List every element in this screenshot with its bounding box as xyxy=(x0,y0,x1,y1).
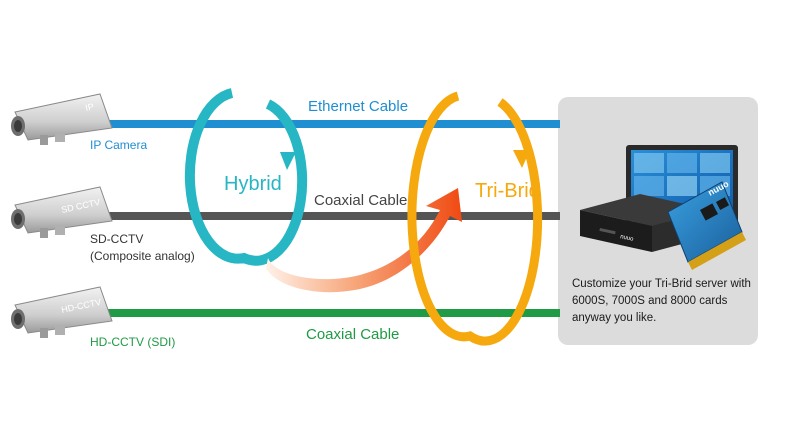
panel-description: Customize your Tri-Brid server with 6000… xyxy=(572,278,751,324)
hd-cctv-label: HD-CCTV (SDI) xyxy=(90,335,175,349)
server-brand-label: nuuo xyxy=(620,234,635,243)
ethernet-cable xyxy=(85,120,560,128)
hd-cctv-camera-icon: HD-CCTV xyxy=(11,286,113,338)
sd-cctv-label: SD-CCTV xyxy=(90,232,143,246)
ip-camera-body-label: IP xyxy=(84,101,94,113)
coaxial-cable-hd xyxy=(85,309,560,317)
sd-cctv-camera-icon: SD CCTV xyxy=(11,186,113,238)
hybrid-arrowhead xyxy=(280,152,296,170)
tribrid-loop xyxy=(407,91,543,346)
tribrid-label: Tri-Brid xyxy=(475,180,540,202)
hybrid-label: Hybrid xyxy=(224,173,282,195)
ethernet-cable-label: Ethernet Cable xyxy=(308,98,408,115)
tribrid-arrowhead xyxy=(513,150,530,168)
ip-camera-label: IP Camera xyxy=(90,138,147,152)
coaxial-cable-hd-label: Coaxial Cable xyxy=(306,326,399,343)
ip-camera-icon: IP xyxy=(11,93,113,145)
sd-cctv-sublabel: (Composite analog) xyxy=(90,249,195,263)
coaxial-cable-sd xyxy=(85,212,560,220)
migration-arrow xyxy=(266,188,462,293)
capture-card-icon: nuuo xyxy=(667,178,746,270)
hybrid-loop xyxy=(184,88,308,266)
coaxial-cable-sd-label: Coaxial Cable xyxy=(314,192,407,209)
